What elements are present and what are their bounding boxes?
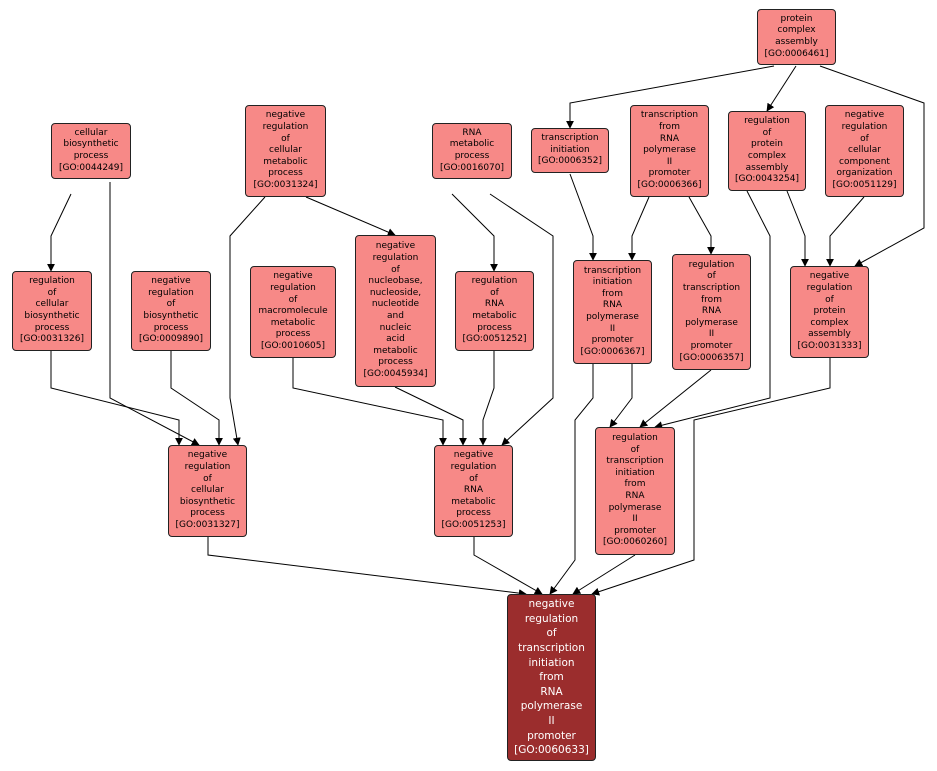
- node-go-0051253[interactable]: negative regulation of RNA metabolic pro…: [434, 445, 513, 537]
- edge-go-0006367-to-go-0060260: [609, 364, 633, 428]
- edge-go-0016070-to-go-0051252: [451, 193, 498, 272]
- edge-go-0006461-to-go-0006352: [566, 65, 775, 129]
- node-go-0006357[interactable]: regulation of transcription from RNA pol…: [672, 254, 751, 370]
- edge-go-0031327-to-go-0060633: [207, 537, 527, 598]
- node-label: negative regulation of macromolecule met…: [258, 271, 328, 351]
- edge-go-0006366-to-go-0006357: [688, 196, 715, 255]
- edge-go-0006461-to-go-0031333: [819, 65, 925, 267]
- node-label: RNA metabolic process [GO:0016070]: [439, 127, 505, 173]
- edge-go-0051253-to-go-0060633: [473, 537, 543, 595]
- node-go-0006352[interactable]: transcription initiation [GO:0006352]: [531, 128, 609, 173]
- node-go-0031324[interactable]: negative regulation of cellular metaboli…: [245, 105, 326, 197]
- node-go-0060260[interactable]: regulation of transcription initiation f…: [595, 427, 675, 555]
- node-label: negative regulation of nucleobase, nucle…: [363, 241, 428, 379]
- node-label: regulation of transcription initiation f…: [602, 433, 668, 548]
- edge-go-0051252-to-go-0051253: [479, 351, 495, 446]
- node-label: negative regulation of RNA metabolic pro…: [441, 450, 506, 530]
- edge-go-0031326-to-go-0031327: [50, 351, 183, 446]
- edge-go-0043254-to-go-0031333: [786, 190, 809, 267]
- node-label: cellular biosynthetic process [GO:004424…: [58, 127, 124, 173]
- node-go-0010605[interactable]: negative regulation of macromolecule met…: [250, 266, 336, 358]
- edge-go-0006367-to-go-0060633: [549, 364, 594, 595]
- edge-go-0044249-to-go-0031327: [109, 182, 200, 446]
- node-label: regulation of protein complex assembly […: [734, 116, 800, 185]
- node-go-0031333[interactable]: negative regulation of protein complex a…: [790, 266, 869, 358]
- edge-go-0006366-to-go-0006367: [628, 196, 650, 261]
- node-go-0051252[interactable]: regulation of RNA metabolic process [GO:…: [455, 271, 534, 351]
- node-label: negative regulation of transcription ini…: [514, 598, 589, 757]
- node-label: negative regulation of cellular metaboli…: [253, 110, 318, 190]
- node-label: regulation of cellular biosynthetic proc…: [19, 276, 85, 345]
- edge-go-0051129-to-go-0031333: [826, 196, 865, 267]
- node-go-0045934[interactable]: negative regulation of nucleobase, nucle…: [355, 235, 436, 387]
- node-label: regulation of RNA metabolic process [GO:…: [462, 276, 527, 345]
- node-go-0006461[interactable]: protein complex assembly [GO:0006461]: [757, 9, 836, 65]
- edge-go-0009890-to-go-0031327: [170, 351, 223, 446]
- node-go-0016070[interactable]: RNA metabolic process [GO:0016070]: [432, 123, 512, 179]
- node-label: protein complex assembly [GO:0006461]: [764, 13, 829, 59]
- edge-go-0006357-to-go-0060260: [639, 369, 712, 428]
- edge-go-0044249-to-go-0031326: [47, 193, 72, 272]
- node-go-0009890[interactable]: negative regulation of biosynthetic proc…: [131, 271, 211, 351]
- node-label: negative regulation of biosynthetic proc…: [138, 276, 204, 345]
- node-label: transcription initiation [GO:0006352]: [537, 133, 603, 167]
- node-label: transcription initiation from RNA polyme…: [580, 265, 645, 357]
- edge-go-0016070-to-go-0051253: [489, 193, 554, 446]
- edge-go-0060260-to-go-0060633: [572, 554, 636, 595]
- node-label: negative regulation of cellular biosynth…: [175, 450, 240, 530]
- edge-go-0010605-to-go-0051253: [292, 358, 447, 446]
- node-label: regulation of transcription from RNA pol…: [679, 259, 744, 363]
- node-label: transcription from RNA polymerase II pro…: [637, 110, 702, 190]
- node-go-0060633[interactable]: negative regulation of transcription ini…: [507, 594, 596, 761]
- node-go-0031326[interactable]: regulation of cellular biosynthetic proc…: [12, 271, 92, 351]
- node-label: negative regulation of cellular componen…: [832, 110, 897, 190]
- edge-go-0043254-to-go-0060260: [654, 190, 771, 430]
- node-go-0043254[interactable]: regulation of protein complex assembly […: [728, 111, 806, 191]
- node-go-0006367[interactable]: transcription initiation from RNA polyme…: [573, 260, 652, 364]
- node-go-0031327[interactable]: negative regulation of cellular biosynth…: [168, 445, 247, 537]
- edge-go-0006352-to-go-0006367: [569, 173, 597, 261]
- edge-go-0031324-to-go-0031327: [229, 196, 266, 446]
- node-label: negative regulation of protein complex a…: [797, 271, 862, 351]
- edge-go-0045934-to-go-0051253: [394, 386, 467, 446]
- node-go-0044249[interactable]: cellular biosynthetic process [GO:004424…: [51, 123, 131, 179]
- edge-go-0031333-to-go-0060633: [591, 358, 831, 596]
- node-go-0051129[interactable]: negative regulation of cellular componen…: [825, 105, 904, 197]
- node-go-0006366[interactable]: transcription from RNA polymerase II pro…: [630, 105, 709, 197]
- edge-go-0031324-to-go-0045934: [305, 196, 396, 236]
- edge-go-0006461-to-go-0043254: [766, 65, 797, 112]
